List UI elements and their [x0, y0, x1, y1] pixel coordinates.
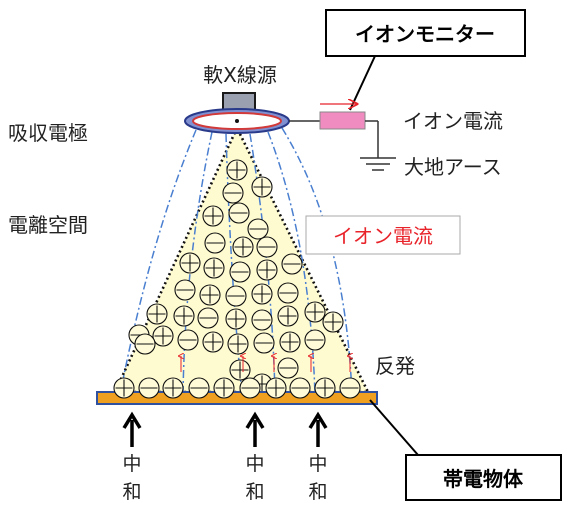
neutralization-label-3: 中和	[308, 453, 327, 503]
negative-ion	[204, 232, 226, 254]
positive-ion	[251, 176, 273, 198]
positive-ion	[113, 377, 135, 399]
negative-ion	[251, 309, 273, 331]
negative-ion	[247, 218, 269, 240]
earth-ground-label: 大地アース	[404, 155, 502, 179]
negative-ion	[339, 377, 361, 399]
positive-ion	[277, 305, 299, 327]
negative-ion	[229, 261, 251, 283]
negative-ion	[277, 282, 299, 304]
ion-current-callout-box	[305, 215, 461, 255]
ion-monitor-pointer	[349, 55, 376, 111]
negative-ion	[304, 329, 326, 351]
neutral-arrow-2	[245, 411, 265, 447]
repulsion-label: 反発	[375, 354, 415, 378]
negative-ion	[225, 285, 247, 307]
ion-current-callout: イオン電流	[305, 215, 461, 255]
positive-ion	[162, 377, 184, 399]
field-line	[119, 129, 197, 396]
negative-ion	[281, 253, 303, 275]
negative-ion	[177, 329, 199, 351]
ions-group	[128, 159, 344, 395]
positive-ion	[279, 331, 301, 353]
soft-xray-source-label: 軟X線源	[203, 63, 277, 87]
ion-monitor-box	[325, 9, 526, 57]
neutral-arrow-1	[122, 411, 142, 447]
charged-object-label: 帯電物体	[443, 467, 524, 491]
neutral-arrow-3	[308, 411, 328, 447]
negative-ion	[197, 307, 219, 329]
positive-ion	[173, 305, 195, 327]
positive-ion	[225, 308, 247, 330]
negative-ion	[228, 202, 250, 224]
charged-object-callout: 帯電物体	[369, 399, 562, 501]
negative-ion	[253, 332, 275, 354]
negative-ion	[256, 236, 278, 258]
positive-ion	[232, 236, 254, 258]
positive-ion	[179, 252, 201, 274]
positive-ion	[256, 259, 278, 281]
absorb-electrode-label: 吸収電極	[8, 121, 88, 145]
positive-ion	[152, 325, 174, 347]
positive-ion	[203, 257, 225, 279]
negative-ion	[138, 377, 160, 399]
positive-ion	[227, 333, 249, 355]
ion-current-label-red: イオン電流	[333, 224, 433, 248]
neutralization-label-2: 中和	[245, 453, 264, 503]
xray-source-assembly	[184, 92, 290, 134]
charged-object-pointer	[369, 399, 419, 456]
positive-ion	[213, 377, 235, 399]
ion-monitor-label: イオンモニター	[355, 22, 495, 46]
negative-ion	[277, 357, 299, 379]
negative-ion	[188, 377, 210, 399]
ionization-space-label: 電離空間	[8, 213, 88, 237]
neutralization-markers: 中和 中和 中和	[122, 411, 328, 503]
positive-ion	[199, 284, 221, 306]
negative-ion	[134, 333, 156, 355]
positive-ion	[304, 301, 326, 323]
positive-ion	[322, 311, 344, 333]
negative-ion	[289, 377, 311, 399]
negative-ion	[222, 182, 244, 204]
plate-surface-ions	[113, 377, 361, 399]
source-focal-point	[235, 119, 239, 123]
positive-ion	[314, 377, 336, 399]
positive-ion	[202, 205, 224, 227]
charged-object	[96, 391, 378, 405]
neutralization-label-1: 中和	[122, 453, 141, 503]
positive-ion	[146, 303, 168, 325]
positive-ion	[229, 359, 251, 381]
resistor-ion-monitor	[319, 111, 366, 130]
positive-ion	[251, 283, 273, 305]
monitor-circuit	[289, 104, 396, 171]
ion-current-label-top: イオン電流	[403, 109, 503, 133]
negative-ion	[239, 377, 261, 399]
negative-ion	[174, 279, 196, 301]
recombination-arrows	[181, 356, 350, 372]
charged-object-box	[405, 454, 562, 501]
positive-ion	[265, 377, 287, 399]
positive-ion	[202, 331, 224, 353]
positive-ion	[226, 159, 248, 181]
ion-monitor-callout: イオンモニター	[325, 9, 526, 111]
charged-object-plate	[96, 391, 378, 405]
